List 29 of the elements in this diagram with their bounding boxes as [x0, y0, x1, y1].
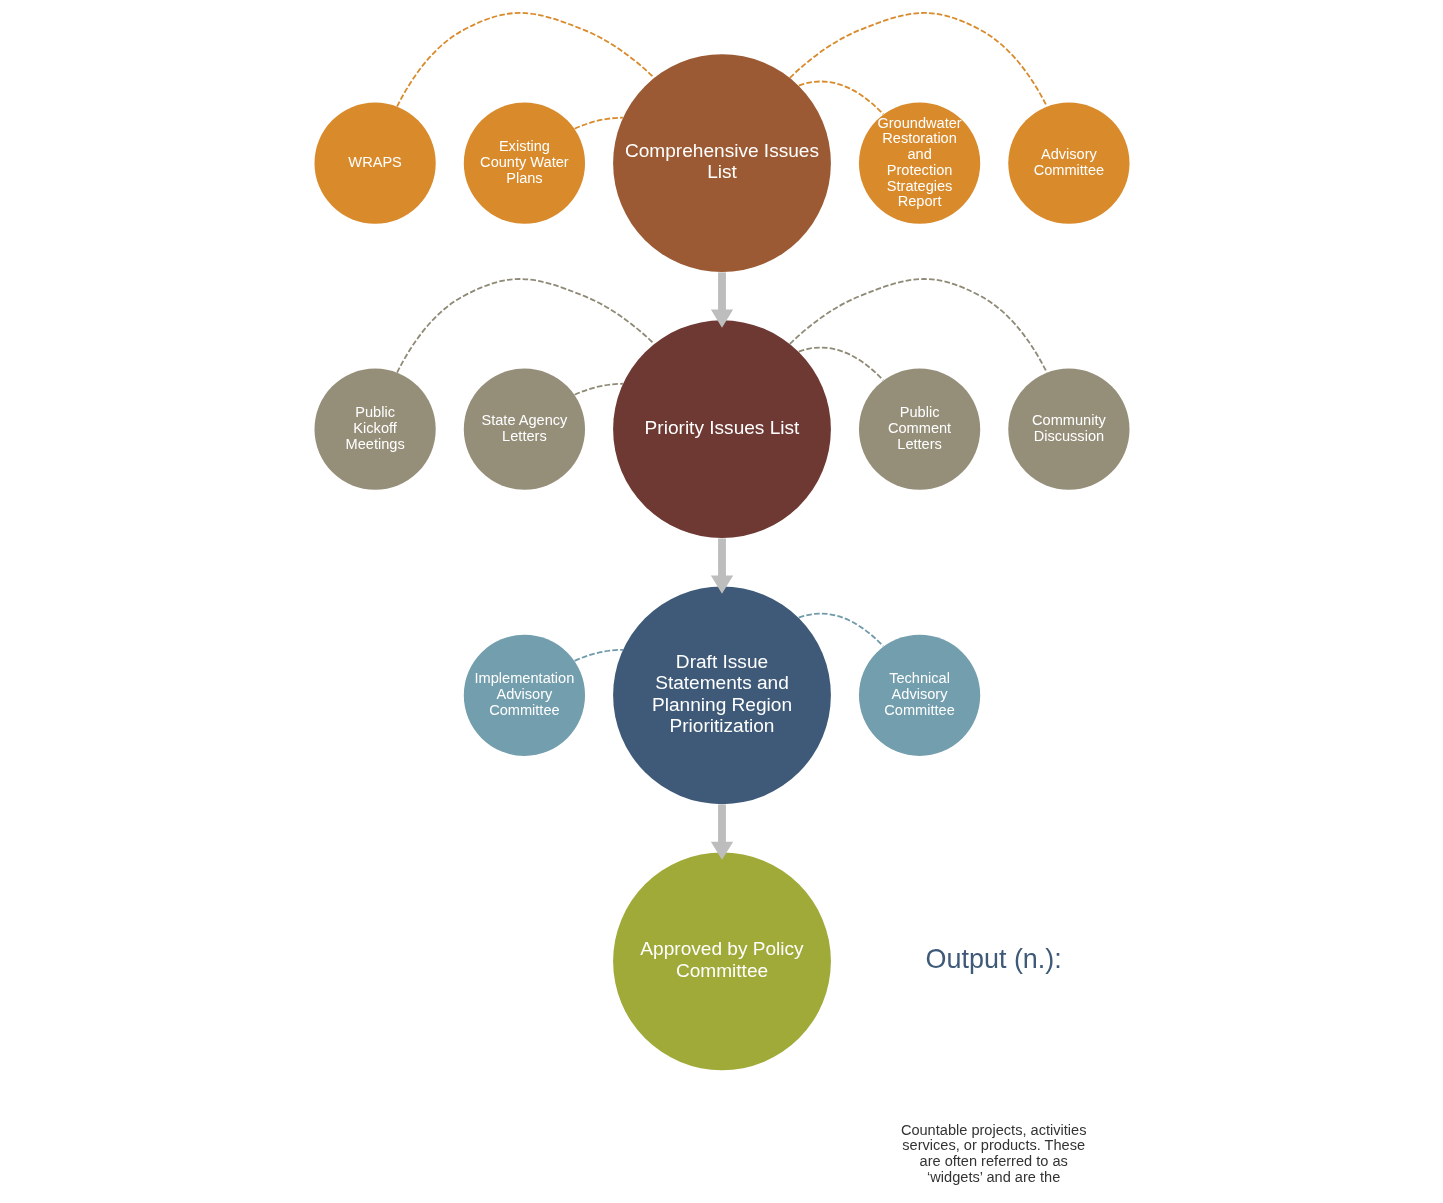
connector	[573, 116, 624, 130]
node-circle: Community Discussion	[1007, 368, 1129, 490]
connector	[395, 278, 655, 374]
label: Countable projects, activities services, or products. These are often referred to as ‘widgets’ and are the	[900, 1121, 1086, 1185]
connector	[797, 80, 884, 116]
node-circle: Draft Issue Statements and Planning Region Prioritization	[612, 586, 831, 805]
connector	[573, 648, 624, 662]
connector	[788, 12, 1048, 108]
label: Output (n.):	[925, 944, 1062, 975]
arrow	[710, 804, 733, 860]
node-circle: State Agency Letters	[463, 368, 585, 490]
connector	[573, 382, 624, 396]
arrow	[710, 538, 733, 594]
node-circle: Groundwater Restoration and Protection Strategies Report	[858, 102, 980, 224]
connector	[395, 12, 655, 108]
connector	[797, 346, 884, 382]
node-circle: Implementation Advisory Committee	[463, 634, 585, 756]
node-circle: Approved by Policy Committee	[612, 852, 831, 1071]
arrow	[710, 272, 733, 328]
node-circle: WRAPS	[314, 102, 436, 224]
node-circle: Public Comment Letters	[858, 368, 980, 490]
connector	[797, 612, 884, 648]
node-circle: Comprehensive Issues List	[612, 54, 831, 273]
node-circle: Advisory Committee	[1007, 102, 1129, 224]
node-circle: Existing County Water Plans	[463, 102, 585, 224]
node-circle: Technical Advisory Committee	[858, 634, 980, 756]
node-circle: Public Kickoff Meetings	[314, 368, 436, 490]
node-circle: Priority Issues List	[612, 320, 831, 539]
connector	[788, 278, 1048, 374]
